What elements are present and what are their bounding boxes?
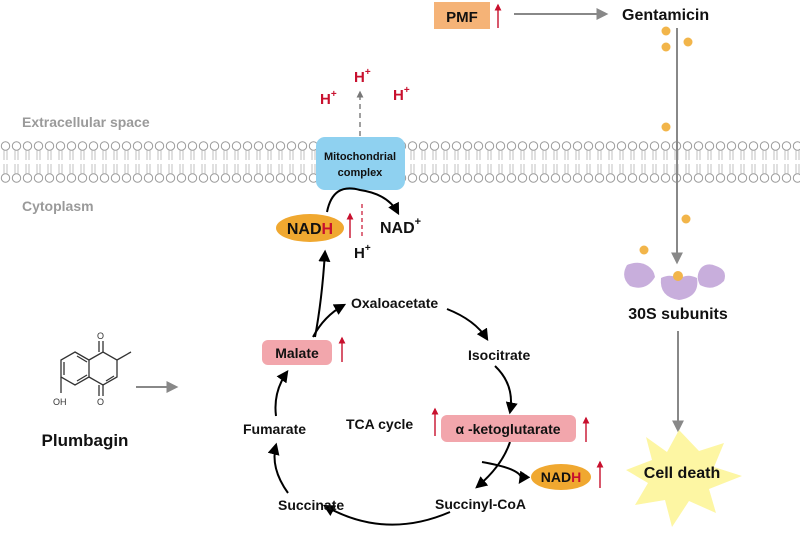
cell-death-label: Cell death	[644, 465, 720, 482]
malate-label: Malate	[275, 345, 319, 361]
fumarate-label: Fumarate	[243, 421, 306, 437]
succinate-label: Succinate	[278, 497, 344, 513]
isocitrate-label: Isocitrate	[468, 347, 530, 363]
succinyl-coa-label: Succinyl-CoA	[435, 496, 526, 512]
nadh-oxidation-arrow	[326, 187, 400, 216]
bound-gentamicin	[673, 271, 683, 281]
pmf-label: PMF	[446, 9, 478, 26]
carbonyl-o-top: O	[97, 331, 104, 341]
proton-label-inner: H+	[354, 243, 371, 262]
hydroxyl-label: OH	[53, 397, 67, 407]
oxaloacetate-label: Oxaloacetate	[351, 295, 438, 311]
akg-box	[441, 415, 576, 442]
pmf-box	[434, 2, 490, 29]
proton-label: H+	[393, 85, 410, 104]
akg-label: α -ketoglutarate	[455, 421, 560, 437]
proton-label: H+	[320, 89, 337, 108]
extracellular-label: Extracellular space	[22, 114, 150, 130]
gentamicin-molecules	[639, 26, 693, 255]
nadh-label-upper: NADH	[287, 221, 333, 238]
complex-line1: Mitochondrial	[324, 151, 396, 163]
plumbagin-label: Plumbagin	[42, 431, 129, 450]
ribosome-subunits	[624, 262, 725, 300]
cell-death-star	[626, 430, 742, 527]
tca-cycle-label: TCA cycle	[346, 416, 413, 432]
cytoplasm-label: Cytoplasm	[22, 198, 94, 214]
gentamicin-label: Gentamicin	[622, 7, 709, 24]
nad-plus-label: NAD+	[380, 216, 421, 237]
nadh-label-lower: NADH	[541, 469, 581, 485]
carbonyl-o-bottom: O	[97, 397, 104, 407]
plumbagin-structure	[60, 341, 132, 396]
proton-cluster: H+ H+ H+	[320, 67, 410, 108]
malate-box	[262, 340, 332, 365]
tca-cycle-arrows	[267, 249, 531, 526]
mitochondrial-complex-box	[316, 137, 405, 190]
nadh-ellipse-upper	[276, 214, 344, 242]
complex-line2: complex	[338, 167, 384, 179]
ribosome-label: 30S subunits	[628, 306, 728, 323]
nadh-ellipse-lower	[531, 464, 591, 490]
proton-label: H+	[354, 67, 371, 86]
